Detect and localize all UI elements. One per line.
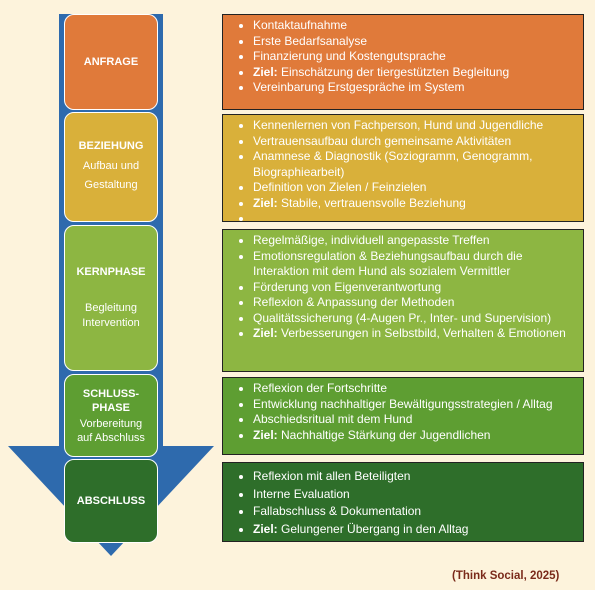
- empty-list-item: [253, 211, 577, 219]
- panel-list: Kontaktaufnahme Erste Bedarfsanalyse Fin…: [229, 18, 577, 96]
- list-item: Ziel: Nachhaltige Stärkung der Jugendlic…: [253, 428, 577, 444]
- list-item: Regelmäßige, individuell angepasste Tref…: [253, 233, 577, 249]
- stage-subtitle: Begleitung Intervention: [82, 302, 140, 329]
- panel-anfrage: Kontaktaufnahme Erste Bedarfsanalyse Fin…: [222, 14, 584, 110]
- stage-kernphase: KERNPHASE Begleitung Intervention: [64, 225, 158, 371]
- stage-title: BEZIEHUNG: [78, 140, 144, 152]
- list-item: Abschiedsritual mit dem Hund: [253, 412, 577, 428]
- panel-beziehung: Kennenlernen von Fachperson, Hund und Ju…: [222, 114, 584, 222]
- list-item: Fallabschluss & Dokumentation: [253, 504, 577, 520]
- list-item: Reflexion mit allen Beteiligten: [253, 469, 577, 485]
- list-item: Ziel: Gelungener Übergang in den Alltag: [253, 522, 577, 538]
- panel-list: Kennenlernen von Fachperson, Hund und Ju…: [229, 118, 577, 219]
- list-item: Reflexion der Fortschritte: [253, 381, 577, 397]
- stage-title: ANFRAGE: [83, 56, 139, 68]
- panel-list: Reflexion mit allen Beteiligten Interne …: [229, 466, 577, 537]
- panel-abschluss: Reflexion mit allen Beteiligten Interne …: [222, 462, 584, 542]
- list-item: Entwicklung nachhaltiger Bewältigungsstr…: [253, 397, 577, 413]
- source-credit: (Think Social, 2025): [452, 570, 560, 582]
- stage-title: KERNPHASE: [76, 266, 146, 278]
- list-item: Kennenlernen von Fachperson, Hund und Ju…: [253, 118, 577, 134]
- stage-title: ABSCHLUSS: [76, 495, 146, 507]
- stage-anfrage: ANFRAGE: [64, 14, 158, 110]
- stage-subtitle: Vorbereitung auf Abschluss: [77, 417, 145, 444]
- list-item: Erste Bedarfsanalyse: [253, 34, 577, 50]
- list-item: Ziel: Stabile, vertrauensvolle Beziehung: [253, 196, 577, 212]
- panel-schlussphase: Reflexion der Fortschritte Entwicklung n…: [222, 377, 584, 455]
- list-item: Reflexion & Anpassung der Methoden: [253, 295, 577, 311]
- list-item: Vertrauensaufbau durch gemeinsame Aktivi…: [253, 134, 577, 150]
- stage-subtitle: Aufbau und Gestaltung: [82, 160, 140, 191]
- list-item: Interne Evaluation: [253, 487, 577, 503]
- list-item: Qualitätssicherung (4-Augen Pr., Inter- …: [253, 311, 577, 327]
- list-item: Kontaktaufnahme: [253, 18, 577, 34]
- list-item: Ziel: Einschätzung der tiergestützten Be…: [253, 65, 577, 81]
- panel-list: Regelmäßige, individuell angepasste Tref…: [229, 233, 577, 342]
- list-item: Anamnese & Diagnostik (Soziogramm, Genog…: [253, 149, 577, 180]
- list-item: Ziel: Verbesserungen in Selbstbild, Verh…: [253, 326, 577, 342]
- stage-title: SCHLUSS-PHASE: [82, 387, 140, 414]
- panel-list: Reflexion der Fortschritte Entwicklung n…: [229, 381, 577, 443]
- stage-schlussphase: SCHLUSS-PHASE Vorbereitung auf Abschluss: [64, 374, 158, 457]
- panel-kernphase: Regelmäßige, individuell angepasste Tref…: [222, 229, 584, 372]
- list-item: Definition von Zielen / Feinzielen: [253, 180, 577, 196]
- list-item: Förderung von Eigenverantwortung: [253, 280, 577, 296]
- stage-beziehung: BEZIEHUNG Aufbau und Gestaltung: [64, 112, 158, 222]
- list-item: Finanzierung und Kostengutsprache: [253, 49, 577, 65]
- stage-abschluss: ABSCHLUSS: [64, 459, 158, 543]
- list-item: Emotionsregulation & Beziehungsaufbau du…: [253, 249, 577, 280]
- list-item: Vereinbarung Erstgespräche im System: [253, 80, 577, 96]
